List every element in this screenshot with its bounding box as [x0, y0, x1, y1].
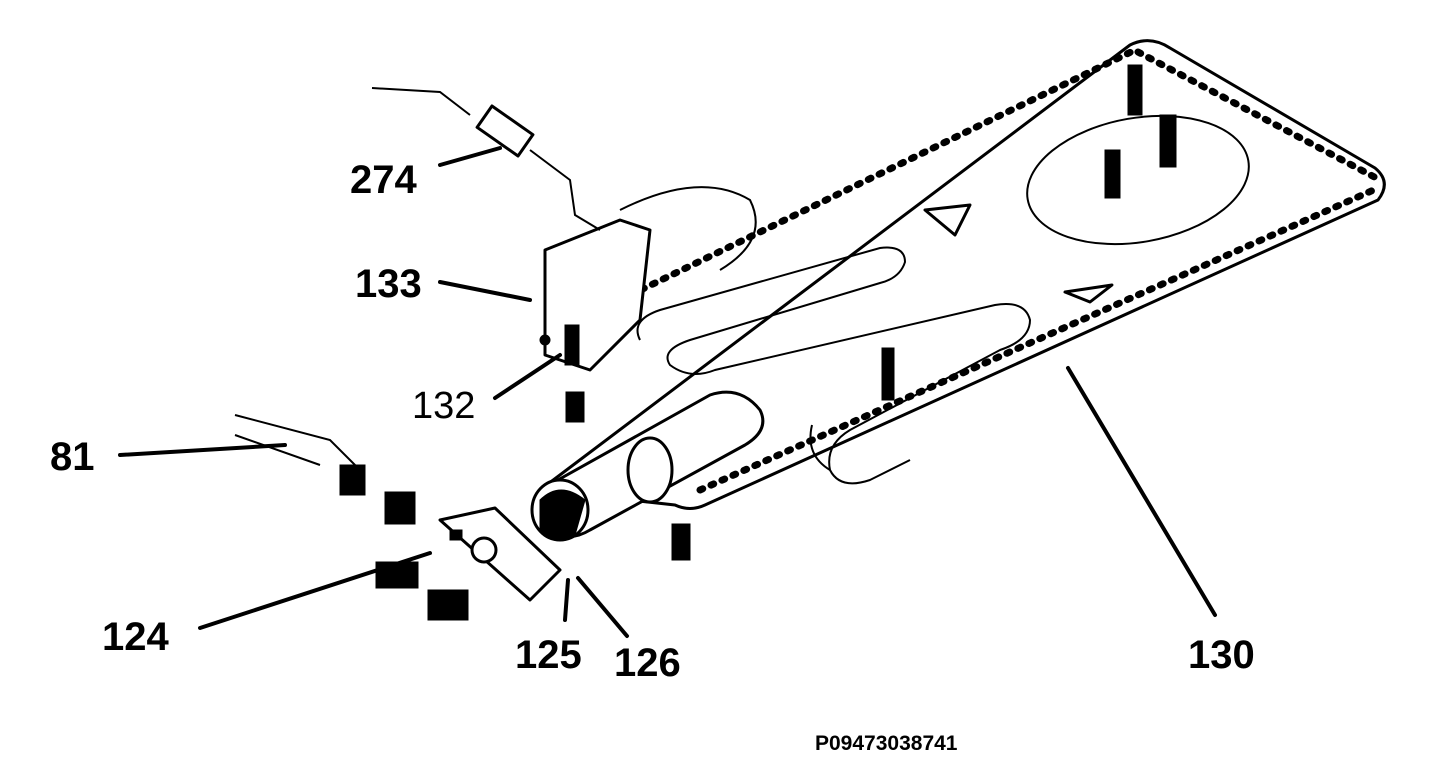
callout-126: 126	[614, 641, 681, 685]
venturi-tube	[530, 390, 765, 561]
igniter-wire	[371, 87, 601, 231]
leader-274	[438, 146, 502, 167]
gas-pipe	[234, 414, 416, 525]
callout-125: 125	[515, 633, 582, 677]
drawing-id: P09473038741	[815, 732, 958, 755]
callout-124: 124	[102, 615, 169, 659]
leader-125	[563, 578, 570, 622]
leader-133	[438, 280, 532, 302]
valve-bracket	[375, 506, 562, 621]
callout-130: 130	[1188, 633, 1255, 677]
callout-81: 81	[50, 435, 95, 479]
burner-plate	[538, 39, 1386, 510]
leader-130	[1066, 366, 1217, 617]
leader-126	[576, 576, 629, 638]
leader-124	[198, 551, 432, 630]
igniter-bracket	[539, 186, 757, 423]
leader-132	[493, 353, 562, 400]
callout-132: 132	[412, 385, 475, 427]
leader-81	[118, 443, 287, 457]
callout-274: 274	[350, 158, 417, 202]
callout-133: 133	[355, 262, 422, 306]
